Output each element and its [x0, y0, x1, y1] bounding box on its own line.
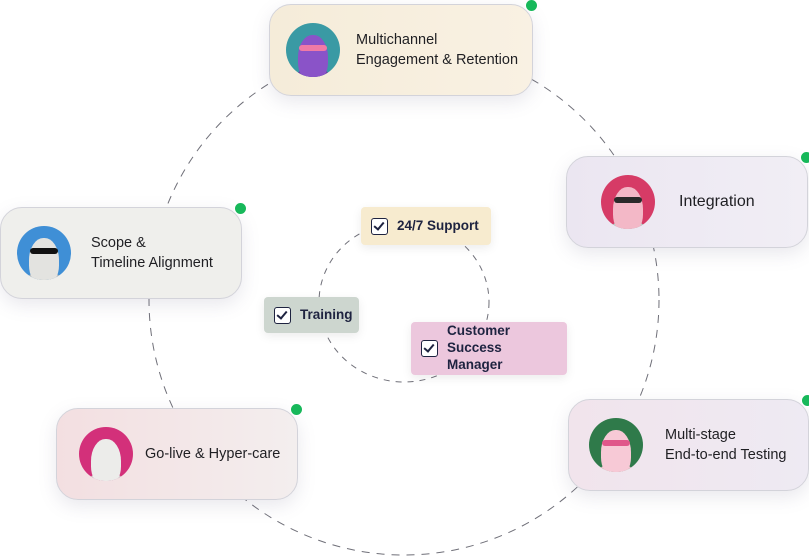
- checkbox-icon: [421, 340, 438, 357]
- card-multistage-testing[interactable]: Multi-stage End-to-end Testing: [568, 394, 809, 491]
- card-label: Multichannel Engagement & Retention: [356, 31, 519, 68]
- statue-avatar: [17, 226, 71, 280]
- statue-avatar: [79, 427, 133, 481]
- card-label: Multi-stage End-to-end Testing: [665, 426, 787, 463]
- card-multichannel-engagement[interactable]: Multichannel Engagement & Retention: [269, 0, 538, 96]
- statue-avatar: [589, 418, 643, 472]
- card-scope-timeline[interactable]: Scope & Timeline Alignment: [0, 202, 247, 299]
- checkbox-icon: [274, 306, 291, 324]
- chip-label: Customer Success Manager: [447, 323, 511, 372]
- chip-customer-success-manager[interactable]: Customer Success Manager: [411, 322, 567, 375]
- chip-label: Training: [300, 306, 353, 322]
- card-golive-hypercare[interactable]: Go-live & Hyper-care: [56, 403, 303, 500]
- status-dot: [801, 394, 809, 407]
- card-integration[interactable]: Integration: [566, 151, 809, 248]
- status-dot: [525, 0, 538, 12]
- statue-avatar: [286, 23, 340, 77]
- chip-label: 24/7 Support: [397, 217, 479, 233]
- chip-training[interactable]: Training: [264, 297, 359, 333]
- status-dot: [800, 151, 809, 164]
- checkbox-icon: [371, 217, 388, 235]
- status-dot: [290, 403, 303, 416]
- status-dot: [234, 202, 247, 215]
- card-label: Go-live & Hyper-care: [145, 445, 281, 462]
- statue-avatar: [601, 175, 655, 229]
- card-label: Integration: [679, 192, 755, 210]
- chip-support[interactable]: 24/7 Support: [361, 207, 491, 245]
- card-label: Scope & Timeline Alignment: [91, 234, 213, 271]
